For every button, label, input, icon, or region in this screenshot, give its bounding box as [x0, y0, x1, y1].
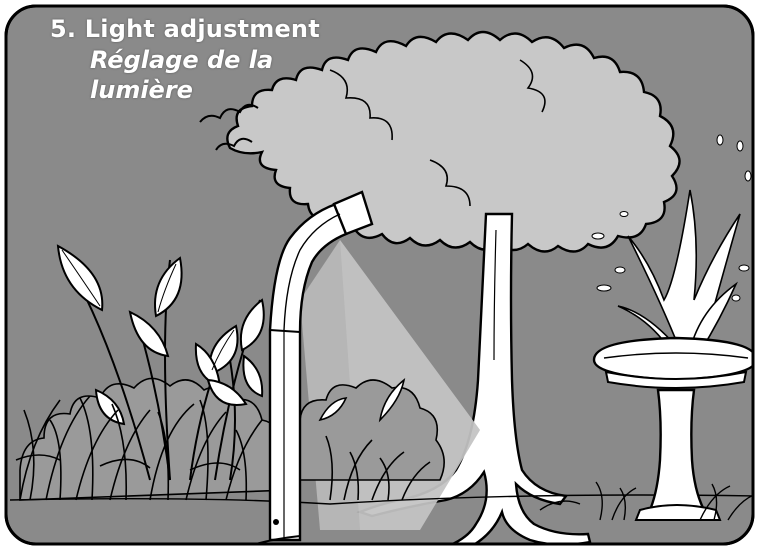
step-title-en: 5. Light adjustment — [50, 14, 320, 45]
step-caption: 5. Light adjustment Réglage de la lumièr… — [50, 14, 320, 106]
step-title-fr-line1: Réglage de la — [50, 45, 320, 76]
step-title-fr-line2: lumière — [50, 75, 320, 106]
bollard-screw — [273, 519, 279, 525]
